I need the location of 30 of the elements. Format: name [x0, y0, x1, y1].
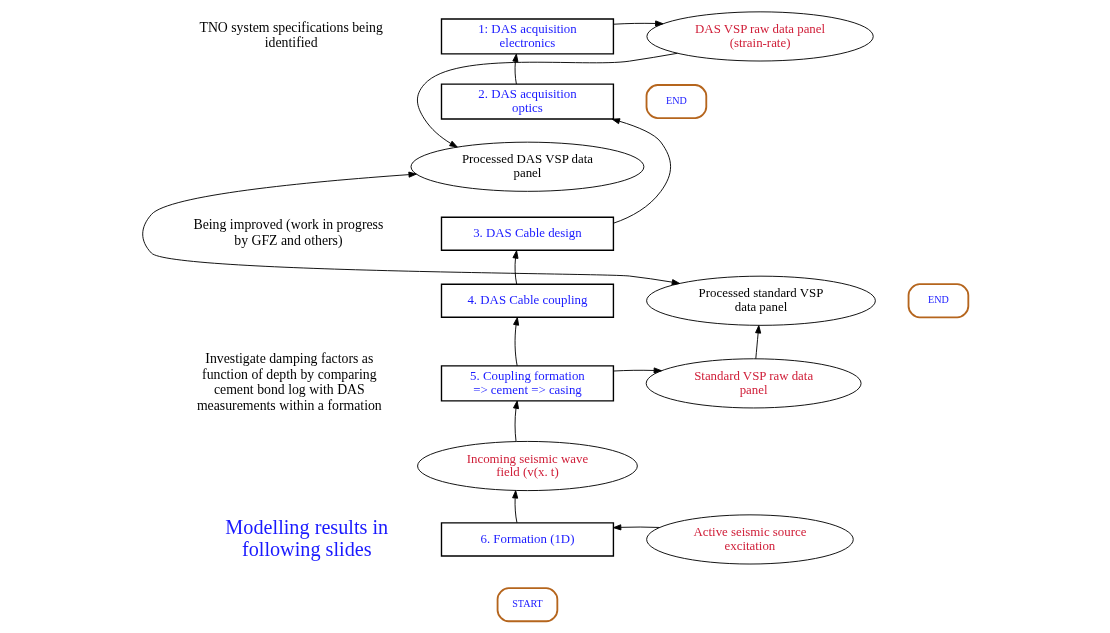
node-box: END: [907, 283, 969, 319]
arrow: [512, 250, 518, 285]
arrow: [512, 317, 519, 367]
node-ellipse: Active seismic source excitation: [645, 514, 854, 565]
node-box: 6. Formation (1D): [440, 522, 614, 557]
arrow: [416, 52, 678, 148]
arrow: [511, 490, 518, 524]
node-box: 5. Coupling formation => cement => casing: [440, 365, 614, 402]
arrow: [611, 118, 671, 224]
node-ellipse: Standard VSP raw data panel: [645, 358, 862, 409]
arrow: [754, 325, 761, 360]
arrow: [612, 367, 662, 374]
arrow: [512, 400, 519, 442]
label: Investigate damping factors as function of depth by comparing cement bond log with DAS measurements within a formation: [196, 351, 382, 414]
node-box: 4. DAS Cable coupling: [440, 283, 614, 318]
arrow: [141, 171, 680, 286]
node-ellipse: Processed standard VSP data panel: [645, 275, 876, 326]
label: Being improved (work in progress by GFZ and others): [192, 217, 383, 248]
node-box: START: [496, 587, 558, 623]
label: TNO system specifications being identified: [198, 19, 383, 51]
node-box: 2. DAS acquisition optics: [440, 83, 614, 120]
node-box: END: [645, 84, 707, 120]
label: Modelling results in following slides: [224, 515, 388, 560]
node-ellipse: Incoming seismic wave field (v(x. t): [416, 440, 638, 492]
arrow: [612, 20, 663, 27]
node-ellipse: DAS VSP raw data panel (strain-rate): [645, 11, 874, 62]
arrow: [511, 53, 518, 85]
node-box: 3. DAS Cable design: [440, 216, 614, 251]
node-box: 1: DAS acquisition electronics: [440, 18, 614, 55]
arrow: [612, 524, 660, 531]
